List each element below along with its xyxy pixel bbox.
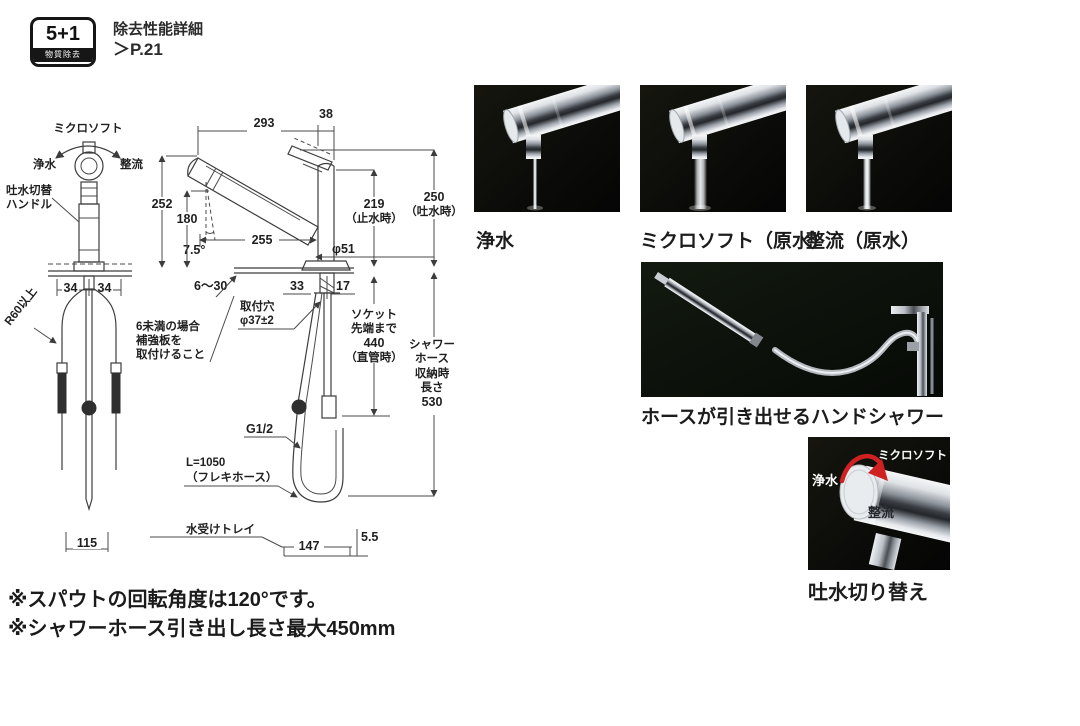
dim-440: 440 bbox=[364, 336, 385, 350]
dim-angle: 7.5° bbox=[183, 243, 205, 257]
note-board-1: 6未満の場合 bbox=[136, 319, 200, 333]
dim-33: 33 bbox=[290, 279, 304, 293]
dim-530: 530 bbox=[422, 395, 443, 409]
dim-250-note: （吐水時） bbox=[405, 204, 463, 218]
water-outlet bbox=[526, 135, 541, 159]
removal-detail-line: 除去性能詳細 bbox=[113, 21, 204, 38]
dim-17: 17 bbox=[336, 279, 350, 293]
spout-cylinder bbox=[835, 72, 970, 144]
photo-hand-shower bbox=[641, 262, 943, 402]
spout-cylinder bbox=[503, 72, 638, 144]
dim-180: 180 bbox=[177, 212, 198, 226]
faucet-front-view: ミクロソフト 浄水 整流 吐水切替 ハンドル bbox=[1, 122, 143, 552]
water-stream-medium bbox=[863, 159, 871, 209]
water-outlet bbox=[858, 135, 873, 159]
photo-mode-microsoft bbox=[640, 72, 804, 217]
switch-outlet-stub bbox=[868, 533, 902, 571]
label-seiryu: 整流 bbox=[119, 157, 143, 171]
badge-strip-label: 物質除去 bbox=[33, 48, 93, 62]
label-hole-2: φ37±2 bbox=[240, 315, 274, 327]
spout-cylinder bbox=[669, 72, 804, 144]
dim-phi51: φ51 bbox=[332, 242, 355, 256]
faucet-side-view: 7.5° 33 17 6〜30 6未満の場合 補強板を 取付けること 取付穴 φ bbox=[135, 107, 463, 557]
switch-label-microsoft: ミクロソフト bbox=[878, 449, 947, 462]
photo-switch: 浄水 ミクロソフト 整流 bbox=[808, 437, 969, 575]
faucet-riser bbox=[917, 312, 927, 396]
label-shower-1: シャワー bbox=[409, 338, 455, 351]
label-socket-3: （直管時） bbox=[345, 350, 403, 364]
switch-label-seiryu: 整流 bbox=[867, 505, 894, 520]
red-rotate-arrow bbox=[839, 453, 883, 484]
label-socket-2: 先端まで bbox=[351, 321, 397, 335]
label-shower-2: ホース bbox=[415, 352, 449, 365]
page-reference: ＞P.21 bbox=[113, 40, 163, 59]
note-rotation-angle: ※スパウトの回転角度は120°です。 bbox=[8, 589, 327, 611]
switch-arc-arrow bbox=[55, 145, 121, 159]
dim-34-left: 34 bbox=[64, 281, 78, 295]
switch-label-junsui: 浄水 bbox=[812, 473, 839, 488]
caption-junsui: 浄水 bbox=[476, 231, 515, 252]
note-board-3: 取付けること bbox=[136, 347, 205, 361]
water-stream-thin bbox=[533, 159, 537, 209]
dim-147: 147 bbox=[299, 539, 320, 553]
dim-6-30: 6〜30 bbox=[194, 279, 227, 293]
label-handle-2: ハンドル bbox=[6, 198, 52, 211]
caption-hand-shower: ホースが引き出せるハンドシャワー bbox=[641, 407, 945, 428]
badge-big-label: 5+1 bbox=[46, 23, 80, 45]
dim-5-5: 5.5 bbox=[361, 530, 378, 544]
filter-badge: 5+1 物質除去 bbox=[30, 17, 96, 67]
label-flex-1: L=1050 bbox=[186, 457, 225, 469]
label-tray: 水受けトレイ bbox=[186, 522, 255, 536]
photo-mode-seiryu bbox=[806, 72, 970, 217]
label-junsui: 浄水 bbox=[33, 157, 56, 171]
note-board-2: 補強板を bbox=[135, 333, 182, 347]
dim-219-note: （止水時） bbox=[345, 211, 403, 225]
photo-mode-junsui bbox=[474, 72, 638, 217]
water-stream-soft bbox=[694, 159, 707, 209]
dimension-drawing: ミクロソフト 浄水 整流 吐水切替 ハンドル bbox=[1, 107, 463, 557]
label-flex-2: （フレキホース） bbox=[186, 470, 277, 484]
label-microsoft: ミクロソフト bbox=[54, 122, 123, 135]
note-hose-length: ※シャワーホース引き出し長さ最大450mm bbox=[8, 618, 396, 640]
label-r60: R60以上 bbox=[1, 284, 39, 328]
dim-293: 293 bbox=[254, 116, 275, 130]
dim-219: 219 bbox=[364, 197, 385, 211]
dim-252: 252 bbox=[152, 197, 173, 211]
dim-255: 255 bbox=[252, 233, 273, 247]
label-shower-4: 長さ bbox=[421, 381, 444, 394]
dim-38: 38 bbox=[319, 107, 333, 121]
water-outlet bbox=[692, 135, 707, 159]
label-g12: G1/2 bbox=[246, 422, 273, 436]
caption-microsoft: ミクロソフト（原水） bbox=[640, 231, 831, 252]
cylinder-face bbox=[839, 464, 879, 520]
removal-detail-text: 除去性能詳細 ＞P.21 bbox=[113, 20, 203, 60]
shower-wand bbox=[654, 271, 764, 348]
dim-115: 115 bbox=[77, 536, 97, 550]
label-socket-1: ソケット bbox=[351, 308, 397, 321]
caption-switch: 吐水切り替え bbox=[808, 582, 928, 604]
dim-250: 250 bbox=[424, 190, 445, 204]
dim-34-right: 34 bbox=[98, 281, 112, 295]
label-shower-3: 収納時 bbox=[415, 366, 450, 380]
label-handle-1: 吐水切替 bbox=[6, 183, 52, 197]
faucet-spout-bar bbox=[891, 306, 929, 314]
caption-seiryu: 整流（原水） bbox=[806, 231, 921, 252]
label-hole-1: 取付穴 bbox=[240, 299, 275, 313]
